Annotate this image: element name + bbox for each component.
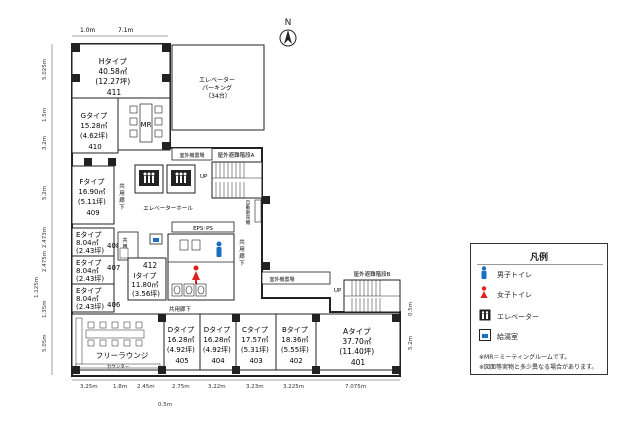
up-a-label: UP: [200, 174, 208, 180]
svg-text:0.5m: 0.5m: [408, 302, 414, 316]
room-e1-label: Eタイプ 8.04㎡ (2.43坪): [76, 230, 104, 255]
ac-room-a-label: 室外機置場: [179, 152, 204, 159]
dim-top-2: 7.1m: [118, 27, 134, 34]
svg-text:5.2m: 5.2m: [42, 186, 48, 200]
free-lounge-label: フリーラウンジ: [96, 351, 149, 360]
legend-female: 女子トイレ: [479, 286, 532, 300]
pillars: [72, 196, 400, 374]
legend-note-2: ※図面等実物と多少異なる場合があります。: [479, 364, 598, 371]
room-e3[interactable]: [71, 283, 115, 313]
svg-text:5.025m: 5.025m: [42, 59, 48, 80]
pantry-icon: [149, 233, 163, 245]
lounge-furniture: [75, 317, 161, 369]
room-e2-num: 407: [107, 264, 120, 272]
male-icon: [481, 266, 487, 279]
room-b-label: Bタイプ 18.36㎡ (5.55坪) 402: [281, 325, 311, 365]
dims-left: 5.025m 1.5m 3.2m 5.2m 2.473m 2.475m 1.12…: [34, 59, 48, 352]
room-h-label: Hタイプ 40.58㎡ (12.27坪) 411: [95, 57, 132, 97]
room-i[interactable]: [127, 257, 167, 301]
room-e1-num: 408: [107, 242, 120, 250]
elevators: [134, 164, 196, 194]
svg-text:2.75m: 2.75m: [172, 384, 190, 390]
svg-text:2.475m: 2.475m: [42, 251, 48, 272]
pantry-legend-icon: [479, 329, 491, 341]
vending-label: 自動販売機: [246, 199, 251, 226]
room-c[interactable]: [235, 313, 277, 371]
stair-a: [211, 161, 263, 199]
female-icon: [480, 286, 488, 298]
eps-label: EPS･PS: [193, 226, 213, 232]
svg-text:2.45m: 2.45m: [137, 384, 155, 390]
elevator-icon: [479, 309, 491, 321]
legend-elevator: エレベーター: [479, 309, 539, 322]
room-e3-label: Eタイプ 8.04㎡ (2.43坪): [76, 286, 104, 311]
room-i-num: 412: [143, 261, 158, 270]
svg-text:1.8m: 1.8m: [113, 384, 127, 390]
room-i-label: Iタイプ 11.80㎡ (3.56坪): [131, 271, 160, 298]
room-g-label: Gタイプ 15.28㎡ (4.62坪) 410: [80, 111, 110, 151]
svg-text:3.2m: 3.2m: [42, 136, 48, 150]
dim-top-1: 1.0m: [80, 27, 96, 34]
room-e2[interactable]: [71, 255, 115, 285]
svg-text:5.05m: 5.05m: [42, 334, 48, 352]
parking-area: [171, 44, 265, 131]
up-b-label: UP: [334, 288, 342, 294]
corridor-v2: 共用: [122, 237, 127, 250]
corridor-v3: 共用廊下: [239, 238, 245, 267]
ac-room-b: [261, 271, 331, 285]
room-d1[interactable]: [163, 313, 201, 371]
dims-bottom: 3.25m 1.8m 2.45m 2.75m 3.22m 3.23m 3.225…: [80, 384, 366, 408]
legend-note-1: ※MR＝ミーティングルームです。: [479, 354, 571, 361]
parking-label: エレベーター パーキング （34台）: [199, 76, 237, 100]
room-g[interactable]: [71, 97, 119, 154]
svg-text:1.125m: 1.125m: [34, 277, 40, 298]
eps-ps: [171, 221, 235, 233]
female-toilet-icon: [192, 265, 200, 284]
svg-text:3.25m: 3.25m: [80, 384, 98, 390]
counter-label: カウンター: [107, 363, 130, 370]
legend-male: 男子トイレ: [479, 266, 532, 280]
legend-title: 凡例: [529, 253, 548, 263]
svg-text:7.075m: 7.075m: [345, 384, 366, 390]
elevator-hall-label: エレベーターホール: [143, 204, 193, 212]
male-toilet-icon: [216, 241, 222, 257]
room-c-label: Cタイプ 17.57㎡ (5.31坪) 403: [241, 325, 271, 365]
compass-icon: [279, 29, 297, 47]
ac-room-b-label: 室外機置場: [269, 276, 294, 283]
legend-pantry: 給湯室: [479, 329, 518, 342]
stair-a-label: 屋外避難階段A: [218, 151, 255, 159]
ac-room-a: [171, 147, 213, 161]
room-d2[interactable]: [199, 313, 237, 371]
corridor-h: 共用廊下: [169, 305, 192, 313]
legend: 凡例 男子トイレ 女子トイレ エレベーター 給湯室 ※MR＝ミーティングルームで…: [470, 243, 608, 375]
stair-b-label: 屋外避難階段B: [354, 270, 391, 278]
mr-label: MR: [141, 121, 152, 129]
toilet-stalls: [171, 239, 207, 297]
room-a-label: Aタイプ 37.70㎡ (11.40坪) 401: [339, 327, 376, 367]
svg-text:3.23m: 3.23m: [246, 384, 264, 390]
room-d2-label: Dタイプ 16.28㎡ (4.92坪) 404: [203, 325, 233, 365]
room-f-label: Fタイプ 16.90㎡ (5.11坪) 409: [78, 177, 108, 217]
svg-text:2.473m: 2.473m: [42, 227, 48, 248]
dims-right: 0.5m 5.2m: [408, 302, 414, 350]
svg-text:5.2m: 5.2m: [408, 336, 414, 350]
svg-text:3.22m: 3.22m: [208, 384, 226, 390]
svg-text:1.35m: 1.35m: [42, 300, 48, 318]
room-a[interactable]: [315, 313, 401, 371]
room-f[interactable]: [71, 165, 115, 225]
svg-text:1.5m: 1.5m: [42, 108, 48, 122]
svg-text:3.225m: 3.225m: [283, 384, 304, 390]
north-label: N: [284, 18, 292, 28]
corridor-v1: 共用廊下: [119, 182, 125, 211]
room-e2-label: Eタイプ 8.04㎡ (2.43坪): [76, 258, 104, 283]
north-indicator: N: [276, 18, 300, 58]
svg-text:0.5m: 0.5m: [158, 402, 172, 408]
room-d1-label: Dタイプ 16.28㎡ (4.92坪) 405: [167, 325, 197, 365]
room-e3-num: 406: [107, 301, 121, 309]
